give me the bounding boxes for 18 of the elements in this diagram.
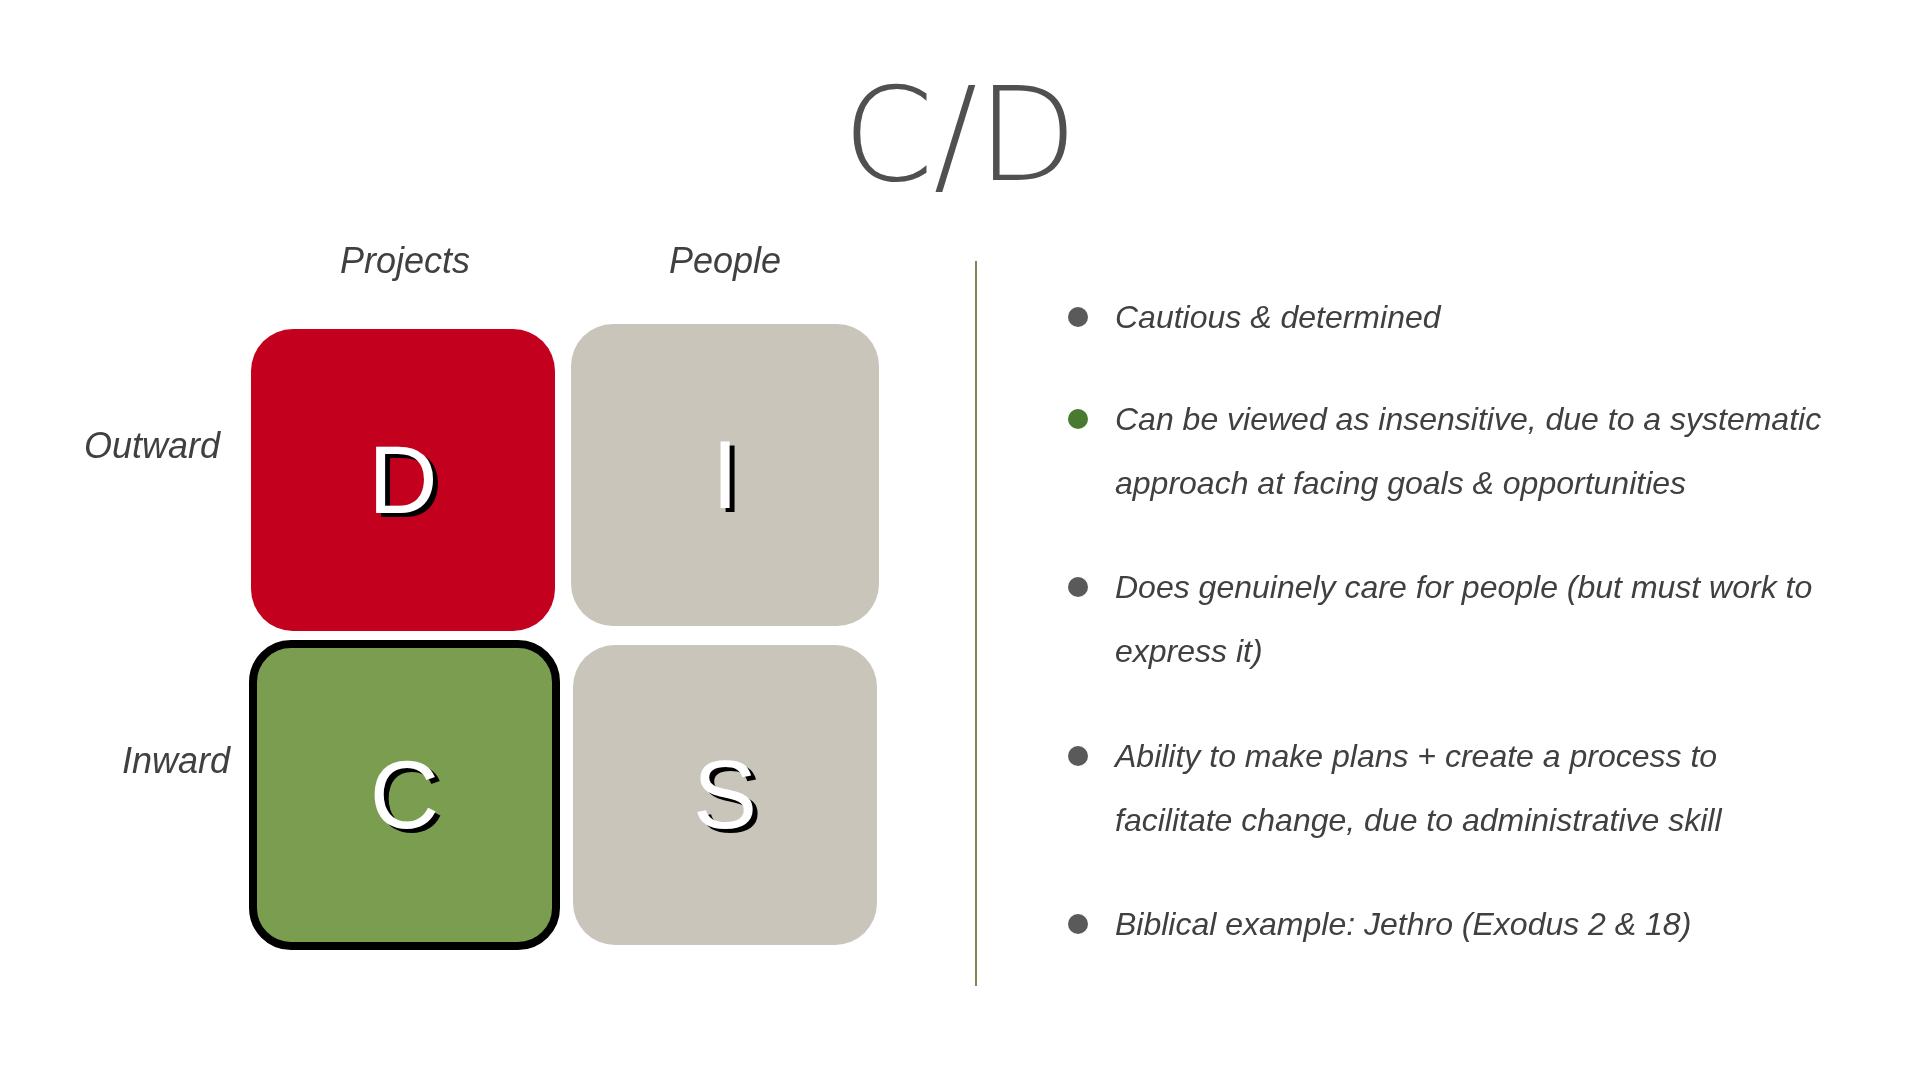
row-heading: Outward — [83, 425, 220, 467]
bullet-text: Biblical example: Jethro (Exodus 2 & 18) — [1115, 905, 1693, 944]
quadrant-box — [571, 324, 879, 626]
column-heading: Projects — [338, 240, 471, 282]
bullet-text: Ability to make plans + create a process to facilitate change, due to administrative skill — [1115, 737, 1724, 840]
row-heading: Inward — [121, 740, 230, 782]
bullet-text: Can be viewed as insensitive, due to a systematic approach at facing goals & opportunities — [1115, 400, 1823, 503]
quadrant-box — [573, 645, 877, 945]
slide-title: C/D — [841, 60, 1079, 210]
quadrant-letter: D — [368, 425, 438, 535]
column-heading: People — [667, 240, 783, 282]
quadrant-box — [251, 329, 555, 631]
quadrant-letter: S — [693, 740, 757, 850]
quadrant-letter: I — [711, 420, 739, 530]
bullet-text: Does genuinely care for people (but must work to express it) — [1115, 568, 1814, 671]
quadrant-letter: C — [369, 740, 440, 850]
quadrant-box — [249, 640, 560, 950]
bullet-text: Cautious & determined — [1115, 298, 1443, 337]
